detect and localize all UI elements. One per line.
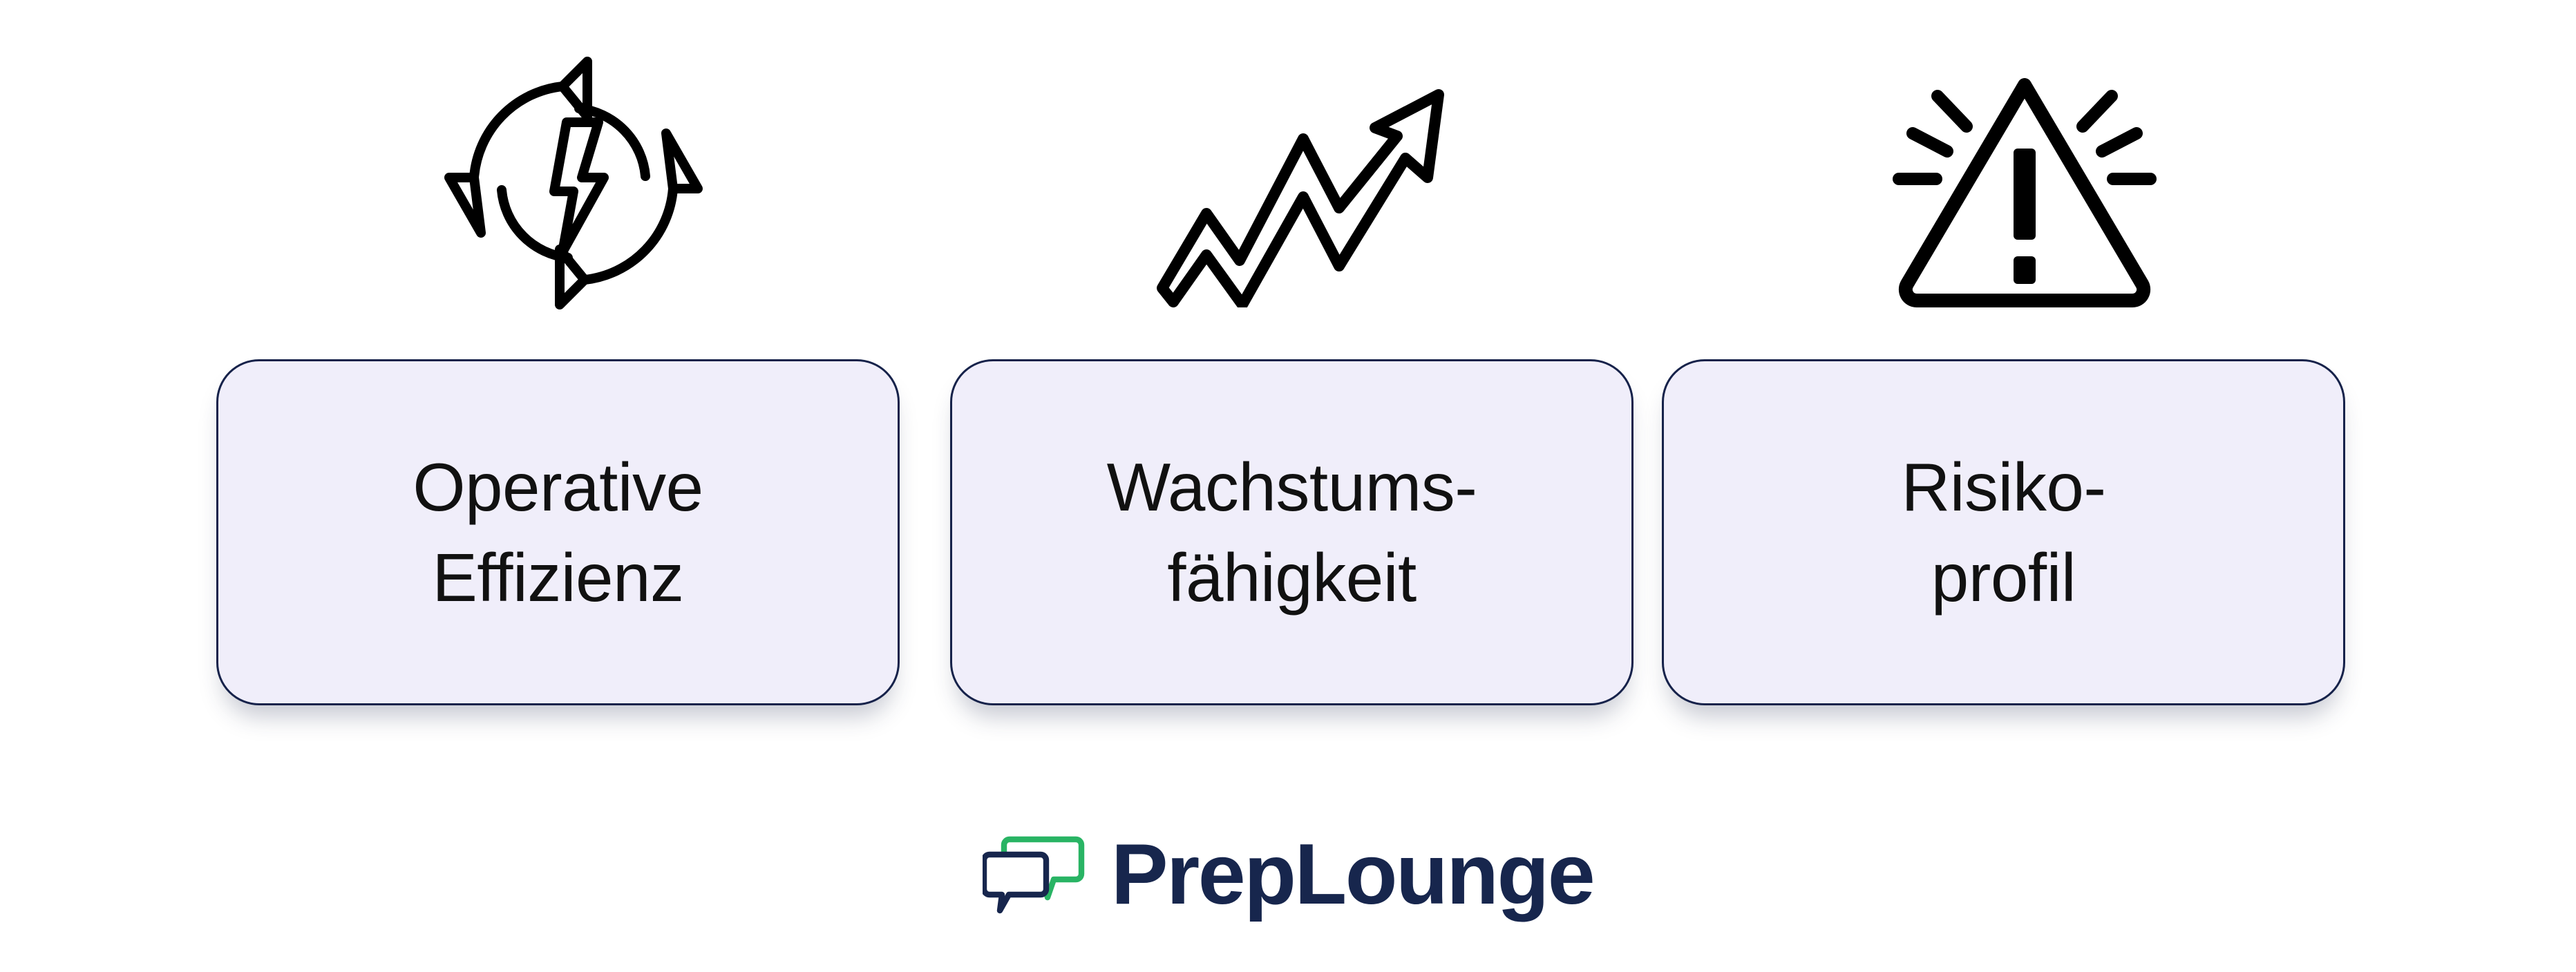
icon-row [0,28,2576,339]
card-label-risikoprofil: Risiko- profil [1901,449,2106,616]
icon-cycle-lightning-slot [422,28,726,339]
card-operative-effizienz[interactable]: Operative Effizienz [216,359,900,705]
speech-bubbles-icon [981,832,1088,918]
growth-arrow-icon [1154,59,1451,307]
icon-growth-arrow-slot [1150,28,1455,339]
card-row: Operative Effizienz Wachstums- fähigkeit… [0,359,2576,708]
warning-triangle-icon [1879,52,2170,314]
card-wachstumsfaehigkeit[interactable]: Wachstums- fähigkeit [950,359,1633,705]
cycle-lightning-icon [435,45,712,321]
card-risikoprofil[interactable]: Risiko- profil [1662,359,2345,705]
card-label-wachstumsfaehigkeit: Wachstums- fähigkeit [1106,449,1477,616]
brand-logo: PrepLounge [0,819,2576,930]
card-label-operative-effizienz: Operative Effizienz [413,449,703,616]
icon-warning-triangle-slot [1873,28,2177,339]
brand-wordmark: PrepLounge [1110,827,1595,922]
